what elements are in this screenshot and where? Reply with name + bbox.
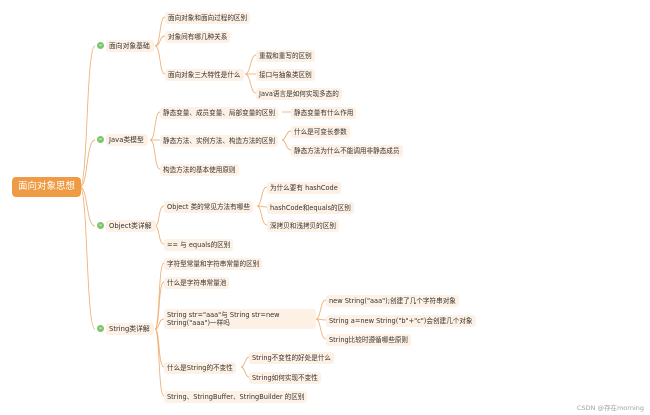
subtopic-node[interactable]: 重载和重写的区别 bbox=[256, 50, 315, 62]
root-node[interactable]: 面向对象思想 bbox=[12, 177, 82, 197]
topic-node[interactable]: 构造方法的基本使用原则 bbox=[160, 164, 239, 176]
subtopic-node[interactable]: 静态变量有什么作用 bbox=[291, 107, 357, 119]
topic-node[interactable]: == 与 equals的区别 bbox=[164, 239, 234, 251]
topic-node[interactable]: 什么是字符串常量池 bbox=[164, 277, 230, 289]
subtopic-node[interactable]: 接口与抽象类区别 bbox=[256, 69, 315, 81]
topic-node[interactable]: 面向对象和面向过程的区别 bbox=[165, 12, 251, 24]
subtopic-node[interactable]: 为什么要有 hashCode bbox=[267, 182, 341, 194]
topic-node[interactable]: String str="aaa"与 String str=new String(… bbox=[164, 309, 316, 329]
branch-oop-basics[interactable]: 面向对象基础 bbox=[106, 40, 154, 52]
subtopic-node[interactable]: 深拷贝和浅拷贝的区别 bbox=[267, 220, 339, 232]
expand-icon[interactable]: – bbox=[97, 325, 104, 332]
branch-java-class-model[interactable]: Java类模型 bbox=[106, 134, 148, 146]
topic-node[interactable]: 对象间有哪几种关系 bbox=[165, 31, 231, 43]
subtopic-node[interactable]: 静态方法为什么不能调用非静态成员 bbox=[291, 145, 403, 157]
topic-node[interactable]: 字符型常量和字符串常量的区别 bbox=[164, 258, 263, 270]
subtopic-node[interactable]: 什么是可变长参数 bbox=[291, 126, 350, 138]
topic-node[interactable]: 面向对象三大特性是什么 bbox=[165, 69, 244, 81]
subtopic-node[interactable]: String如何实现不变性 bbox=[249, 372, 321, 384]
topic-node[interactable]: Object 类的常见方法有哪些 bbox=[164, 201, 253, 213]
branch-string-class[interactable]: String类详解 bbox=[106, 323, 154, 335]
subtopic-node[interactable]: Java语言是如何实现多态的 bbox=[256, 88, 342, 100]
subtopic-node[interactable]: new String("aaa");创建了几个字符串对象 bbox=[326, 295, 459, 307]
topic-node[interactable]: String、StringBuffer、StringBuilder 的区别 bbox=[164, 391, 308, 403]
topic-node[interactable]: 什么是String的不变性 bbox=[164, 362, 236, 374]
subtopic-node[interactable]: String比较时遵循哪些原则 bbox=[326, 334, 412, 346]
expand-icon[interactable]: – bbox=[97, 136, 104, 143]
watermark: CSDN @存在morning bbox=[576, 404, 644, 412]
topic-node[interactable]: 静态方法、实例方法、构造方法的区别 bbox=[160, 135, 279, 147]
topic-node[interactable]: 静态变量、成员变量、局部变量的区别 bbox=[160, 107, 279, 119]
expand-icon[interactable]: – bbox=[97, 42, 104, 49]
subtopic-node[interactable]: String a=new String("b"+"c")会创建几个对象 bbox=[326, 315, 476, 327]
expand-icon[interactable]: – bbox=[97, 222, 104, 229]
subtopic-node[interactable]: String不变性的好处是什么 bbox=[249, 352, 335, 364]
subtopic-node[interactable]: hashCode和equals的区别 bbox=[267, 202, 354, 214]
branch-object-class[interactable]: Object类详解 bbox=[106, 220, 156, 232]
